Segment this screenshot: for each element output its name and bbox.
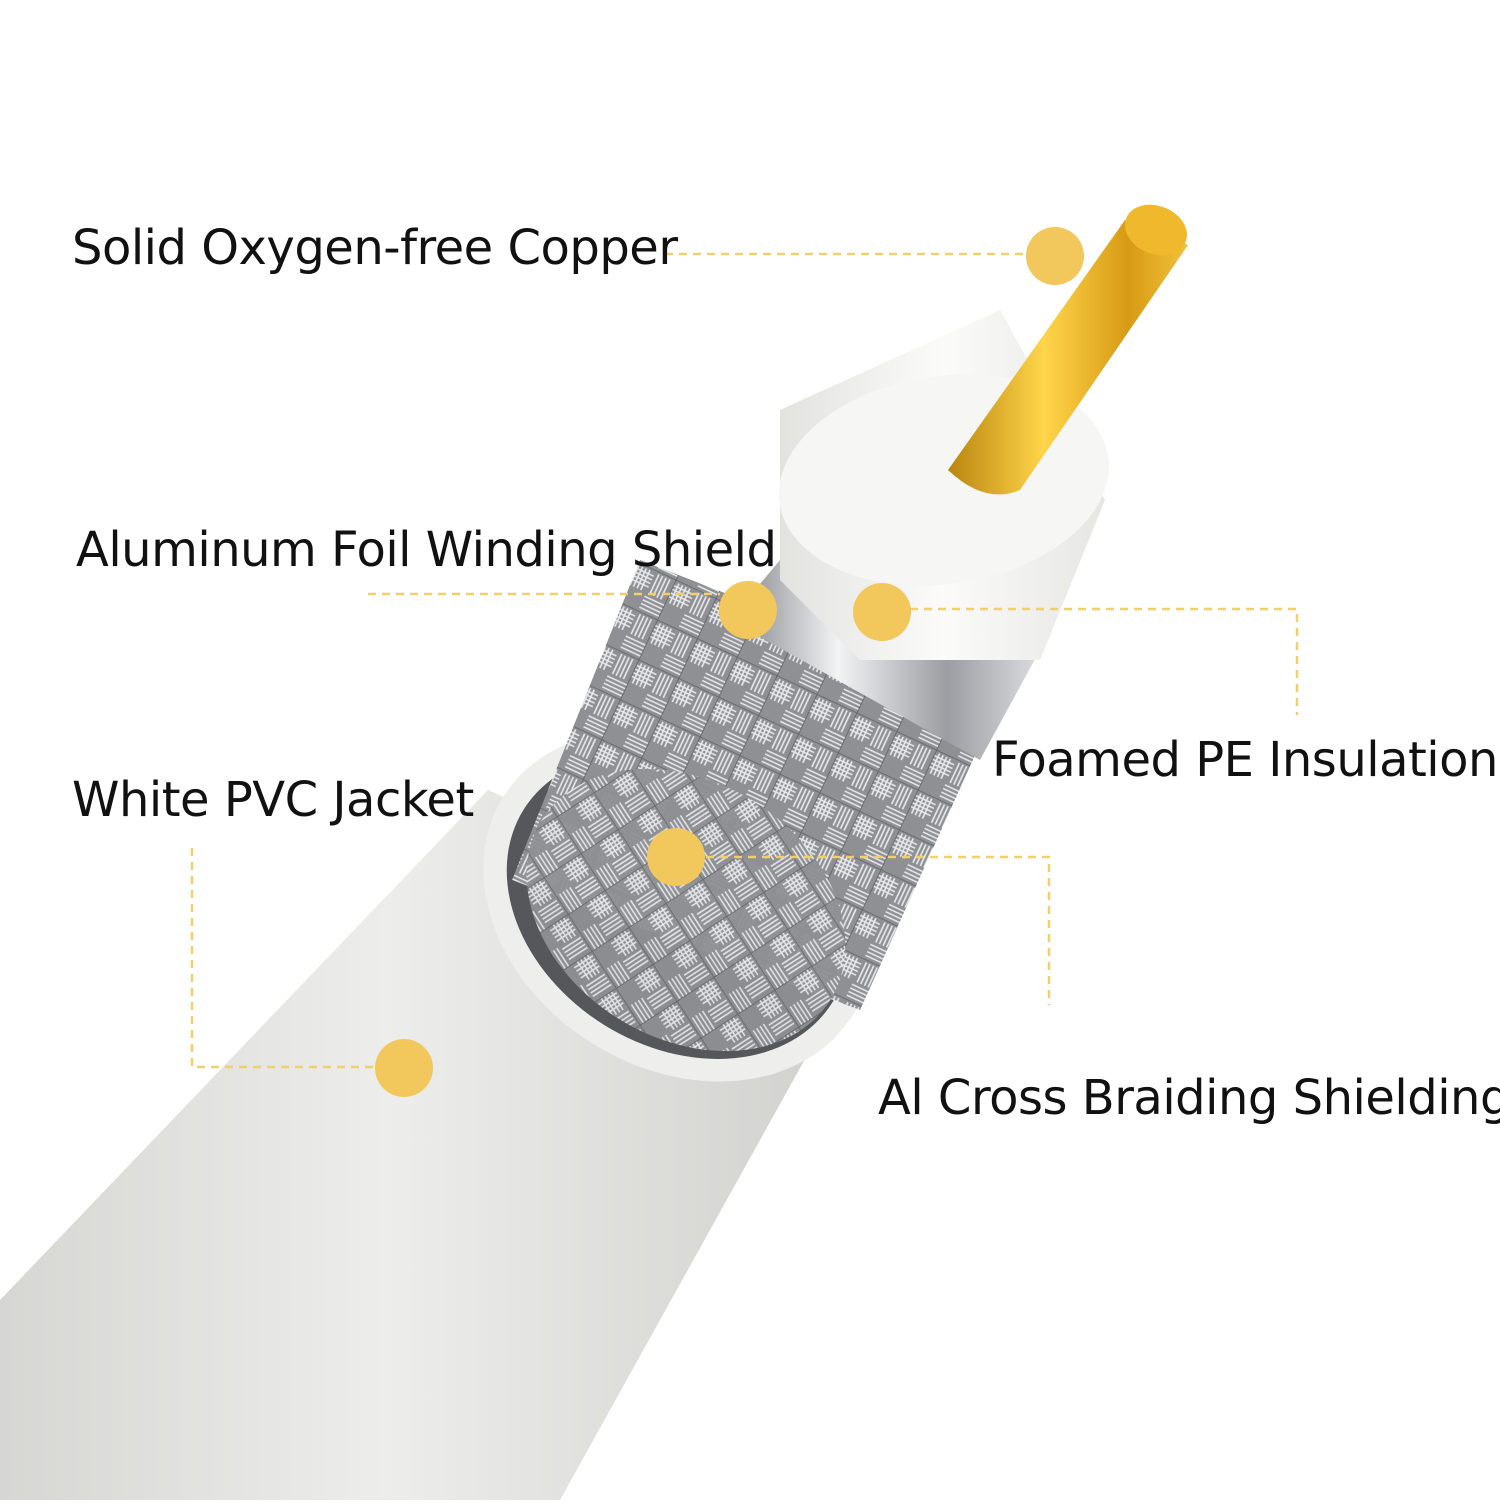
marker-braid xyxy=(647,828,705,886)
leader-line-braid xyxy=(706,855,1051,1005)
label-jacket: White PVC Jacket xyxy=(72,772,474,828)
label-braid-shield: Al Cross Braiding Shielding xyxy=(878,1070,1500,1126)
copper-conductor xyxy=(948,220,1188,495)
leader-line-pe xyxy=(910,607,1299,715)
label-copper: Solid Oxygen-free Copper xyxy=(72,220,678,276)
label-foil-shield: Aluminum Foil Winding Shield xyxy=(76,522,777,578)
marker-jacket xyxy=(375,1039,433,1097)
marker-foil xyxy=(719,581,777,639)
leader-lines xyxy=(190,252,1299,1069)
marker-copper xyxy=(1026,227,1084,285)
marker-pe xyxy=(853,583,911,641)
leader-line-jacket xyxy=(190,848,374,1069)
label-pe-insulation: Foamed PE Insulation xyxy=(992,732,1498,788)
copper-tip xyxy=(1124,204,1188,256)
